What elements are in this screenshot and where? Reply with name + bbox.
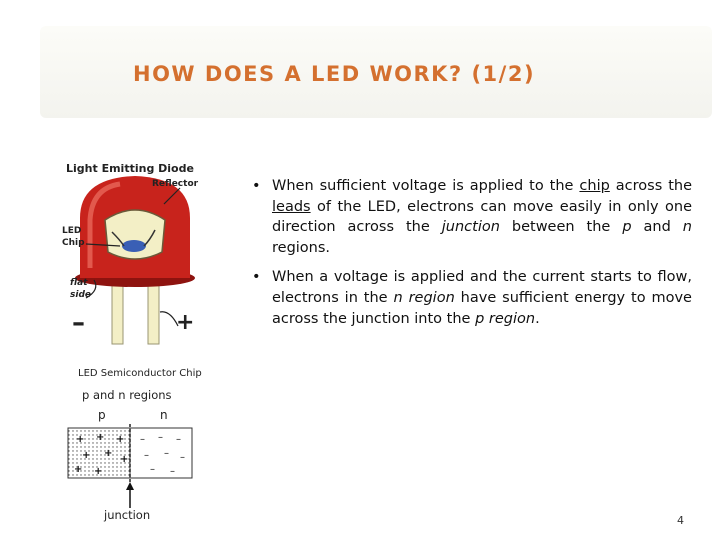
svg-text:+: + [82,450,90,461]
svg-text:+: + [116,434,124,445]
bullet-2-n-region-term: n region [393,289,455,306]
svg-text:+: + [96,432,104,443]
svg-text:–: – [144,450,149,461]
p-charges: +++ +++ ++ [74,432,128,477]
bullet-marker: • [252,269,261,286]
chip-label-line2: Chip [62,238,85,248]
led-lead-right [147,277,160,345]
bullet-1-text: across the [609,178,692,194]
svg-text:–: – [150,464,155,475]
bullet-1-p-term: p [622,219,632,236]
bullet-2-p-region-term: p region [475,310,536,327]
led-illustration: Light Emitting Diode Reflector LED Chip … [60,160,208,350]
flat-label-line2: side [70,290,91,300]
led-reflector-cup [104,209,166,260]
svg-text:–: – [176,434,181,445]
title-band [40,26,712,118]
bullet-item-1: • When sufficient voltage is applied to … [252,176,692,258]
svg-text:+: + [120,454,128,465]
n-region [129,427,193,479]
p-label: p [98,408,106,422]
svg-text:+: + [104,448,112,459]
svg-text:–: – [158,432,163,443]
led-drawing [75,176,195,345]
svg-text:–: – [180,452,185,463]
svg-text:+: + [76,434,84,445]
svg-text:–: – [170,466,175,477]
bullet-item-2: • When a voltage is applied and the curr… [252,267,692,329]
junction-arrow-head [126,482,134,490]
bullet-1-text: When sufficient voltage is applied to th… [272,178,580,194]
chip-pointer [85,243,121,247]
led-lead-left [111,277,124,345]
bullet-1-text: between the [499,219,623,236]
minus-sign: – [72,308,85,338]
chip-label-line1: LED [62,226,82,236]
reflector-pointer [163,187,181,205]
n-label: n [160,408,168,422]
n-charges: ––– ––– –– [140,432,185,477]
pn-junction-drawing: +++ +++ ++ ––– ––– –– [67,424,193,508]
semiconductor-diagram: LED Semiconductor Chip p and n regions p… [60,362,210,532]
bullet-1-n-term: n [682,219,692,236]
p-region [67,427,131,479]
bullet-1-text: and [631,219,683,236]
bullet-1-chip-term: chip [579,178,610,194]
slide-title: HOW DOES A LED WORK? (1/2) [133,62,536,86]
flat-pointer [85,279,97,299]
led-wire [111,231,125,247]
svg-text:+: + [74,464,82,475]
led-highlight [87,181,121,268]
led-wire-2 [143,229,156,247]
bullet-marker: • [252,178,261,194]
chip-heading: LED Semiconductor Chip [78,368,202,379]
plus-pointer [159,311,179,327]
svg-text:–: – [140,434,145,445]
svg-text:–: – [164,448,169,459]
bullet-list: • When sufficient voltage is applied to … [252,176,692,338]
bullet-2-text: have sufficient energy to move across th… [272,289,692,327]
bullet-1-junction-term: junction [441,219,500,236]
reflector-label: Reflector [152,179,199,189]
bullet-1-text: regions. [272,239,331,256]
page-number: 4 [677,514,684,527]
bullet-2-text: When a voltage is applied and the curren… [272,269,692,306]
led-chip-die [122,240,146,252]
bullet-1-leads-term: leads [272,198,311,215]
bullet-2-text: . [535,310,540,327]
led-heading: Light Emitting Diode [66,162,194,175]
junction-label: junction [104,508,151,522]
flat-label-line1: flat [70,278,88,288]
chip-subheading: p and n regions [82,388,172,402]
plus-sign: + [176,310,195,335]
bullet-1-text: of the LED, electrons can move easily in… [272,198,692,236]
svg-text:+: + [94,466,102,477]
